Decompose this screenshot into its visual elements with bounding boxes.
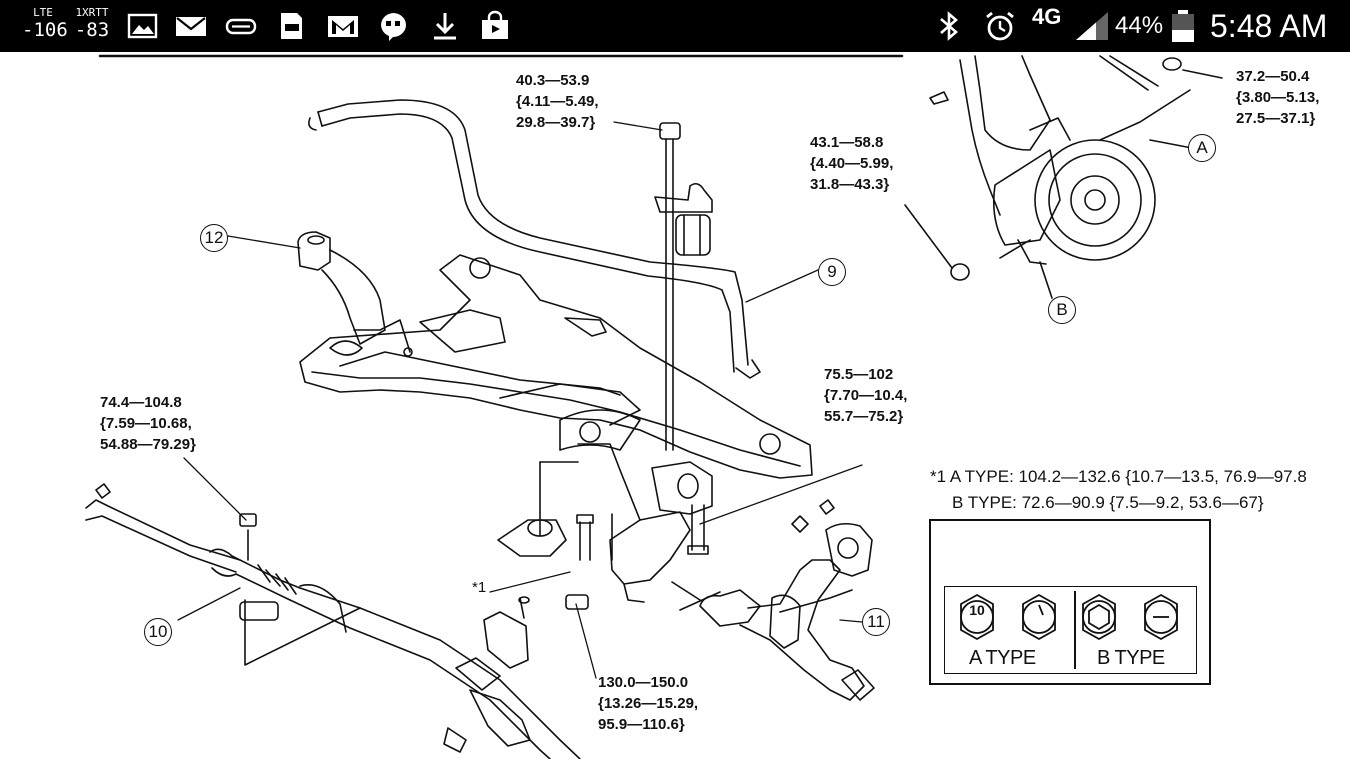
torque-label-stabilizer-nut: 40.3—53.9 {4.11—5.49, 29.8—39.7} [516, 72, 599, 131]
email-icon[interactable] [174, 10, 208, 42]
stabilizer-bar [308, 99, 761, 379]
gallery-icon[interactable] [126, 10, 160, 42]
signal-icon [1076, 12, 1108, 40]
network-value: -106 [22, 19, 68, 41]
note-b-type-torque: B TYPE: 72.6—90.9 {7.5—9.2, 53.6—67} [952, 493, 1264, 512]
center-mount [497, 443, 713, 610]
secondary-type: 1XRTT [75, 6, 109, 19]
a-type-head-marked [1022, 593, 1056, 641]
shopping-bag-icon[interactable] [478, 10, 512, 42]
torque-label-tie-rod-nut: 74.4—104.8 {7.59—10.68, 54.88—79.29} [100, 394, 196, 453]
bolt-type-box: 10 A TYPE B TYPE [929, 519, 1211, 685]
callout-star-1: *1 [472, 579, 487, 596]
crossmember [299, 254, 813, 479]
battery-percent: 44% [1115, 12, 1164, 39]
a-type-head-mark: 10 [969, 602, 985, 618]
alarm-icon [986, 11, 1014, 41]
4g-lte-icon: 4G [1032, 4, 1061, 30]
1xrtt-signal-readout: 1XRTT -83 [72, 6, 112, 41]
secondary-value: -83 [74, 19, 110, 41]
hangouts-icon[interactable] [376, 10, 410, 42]
callout-b: B [1048, 296, 1076, 324]
b-type-label: B TYPE [1097, 647, 1165, 669]
a-type-label: A TYPE [969, 647, 1036, 669]
torque-label-lower-bolt: 130.0—150.0 {13.26—15.29, 95.9—110.6} [598, 674, 699, 733]
leader-lines [177, 121, 863, 679]
status-bar: LTE -106 1XRTT -83 [0, 0, 1350, 52]
stabilizer-link [654, 122, 713, 451]
bolt-head-panel: 10 A TYPE B TYPE [944, 586, 1197, 674]
lte-signal-readout: LTE -106 [22, 6, 68, 41]
type-divider [1074, 591, 1076, 669]
clock: 5:48 AM [1210, 8, 1328, 44]
galaxy-sdcard-icon[interactable] [274, 10, 308, 42]
steering-gear [85, 483, 581, 759]
callout-9-stabilizer: 9 [818, 258, 846, 286]
torque-label-crossmember-bolt: 75.5—102 {7.70—10.4, 55.7—75.2} [824, 366, 908, 425]
voicemail-icon[interactable] [224, 10, 258, 42]
torque-label-knuckle-nut: 43.1—58.8 {4.40—5.99, 31.8—43.3} [810, 134, 894, 193]
callout-11-lower-arm: 11 [862, 608, 890, 636]
steering-knuckle [904, 55, 1223, 299]
download-icon[interactable] [428, 10, 462, 42]
arm-bracket [297, 231, 411, 353]
lower-arm [671, 499, 875, 701]
gmail-icon[interactable] [326, 10, 360, 42]
suspension-diagram: 40.3—53.9 {4.11—5.49, 29.8—39.7} 43.1—58… [0, 52, 1350, 759]
b-type-head-dash [1144, 593, 1178, 641]
battery-icon [1170, 10, 1198, 42]
network-type: LTE [33, 6, 53, 19]
b-type-head-plain [1082, 593, 1116, 641]
callout-12-arm-bracket: 12 [200, 224, 228, 252]
a-type-head-10 [960, 593, 994, 641]
torque-label-strut-nut: 37.2—50.4 {3.80—5.13, 27.5—37.1} [1236, 68, 1320, 127]
bolt-heads [960, 593, 1178, 641]
tie-rod-nut [239, 513, 257, 561]
callout-10-steering-gear: 10 [144, 618, 172, 646]
callout-a: A [1188, 134, 1216, 162]
note-a-type-torque: *1 A TYPE: 104.2—132.6 {10.7—13.5, 76.9—… [930, 467, 1307, 486]
network-badge: 4G [1032, 4, 1062, 29]
bluetooth-icon [940, 11, 958, 41]
